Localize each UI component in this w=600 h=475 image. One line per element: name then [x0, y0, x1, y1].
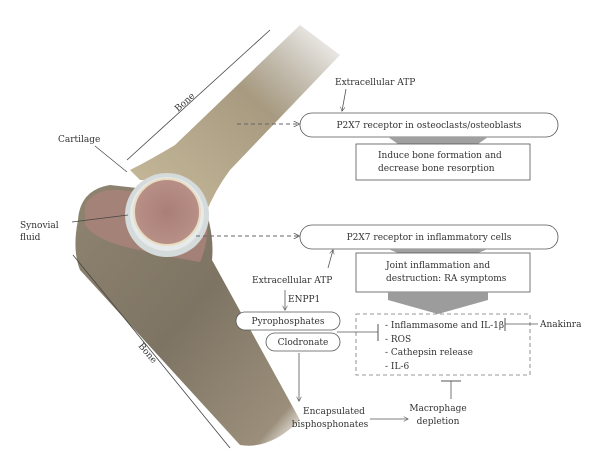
mediator-item: - IL-6 — [385, 362, 409, 372]
p2x7-inflam-label: P2X7 receptor in inflammatory cells — [347, 233, 512, 243]
ra-chevron — [388, 292, 488, 314]
mediator-item: - Cathepsin release — [385, 348, 473, 358]
ra-box — [355, 252, 531, 293]
encap-line1: Encapsulated — [303, 407, 365, 417]
mediators-box — [355, 313, 531, 376]
enpp1-label: ENPP1 — [288, 295, 320, 305]
bone-lower-line — [72, 254, 231, 449]
macro-line1: Macrophage — [409, 404, 466, 414]
femoral-head — [133, 178, 201, 246]
anakinra-label: Anakinra — [539, 320, 582, 330]
cartilage-leader — [94, 145, 128, 173]
bone-upper-line — [126, 29, 271, 161]
pyrophosphates-label: Pyrophosphates — [252, 317, 325, 327]
bone-effect-line1: Induce bone formation and — [378, 151, 502, 161]
p2x7-bone-label: P2X7 receptor in osteoclasts/osteoblasts — [336, 121, 521, 131]
inflam-arrow-band — [388, 249, 488, 253]
encap-line2: bisphosphonates — [292, 420, 369, 430]
ra-line2: destruction: RA symptoms — [386, 274, 507, 284]
macro-line2: depletion — [417, 417, 460, 427]
mediator-item: - ROS — [385, 335, 411, 345]
lower-bone — [75, 185, 300, 446]
cartilage-label: Cartilage — [58, 135, 100, 145]
synovial-label-2: fluid — [20, 233, 41, 243]
atp-lower-label: Extracellular ATP — [252, 276, 332, 286]
mediator-item: - Inflammasome and IL-1β — [385, 321, 504, 331]
atp-top-label: Extracellular ATP — [335, 78, 415, 88]
synovial-label-1: Synovial — [20, 221, 59, 231]
clodronate-pill — [265, 332, 341, 352]
pyrophosphates-pill — [235, 311, 341, 331]
clodronate-label: Clodronate — [278, 338, 329, 348]
synovial-leader — [71, 214, 129, 223]
bone-effect-box — [355, 143, 531, 181]
atp-top-arrow — [342, 88, 347, 111]
bone-arrow-band — [388, 137, 488, 144]
atp-lower-arrow — [327, 250, 333, 269]
bone-effect-line2: decrease bone resorption — [378, 164, 495, 174]
upper-bone — [130, 25, 340, 215]
bone-upper-label: Bone — [173, 91, 197, 114]
ra-line1: Joint inflammation and — [385, 261, 490, 271]
